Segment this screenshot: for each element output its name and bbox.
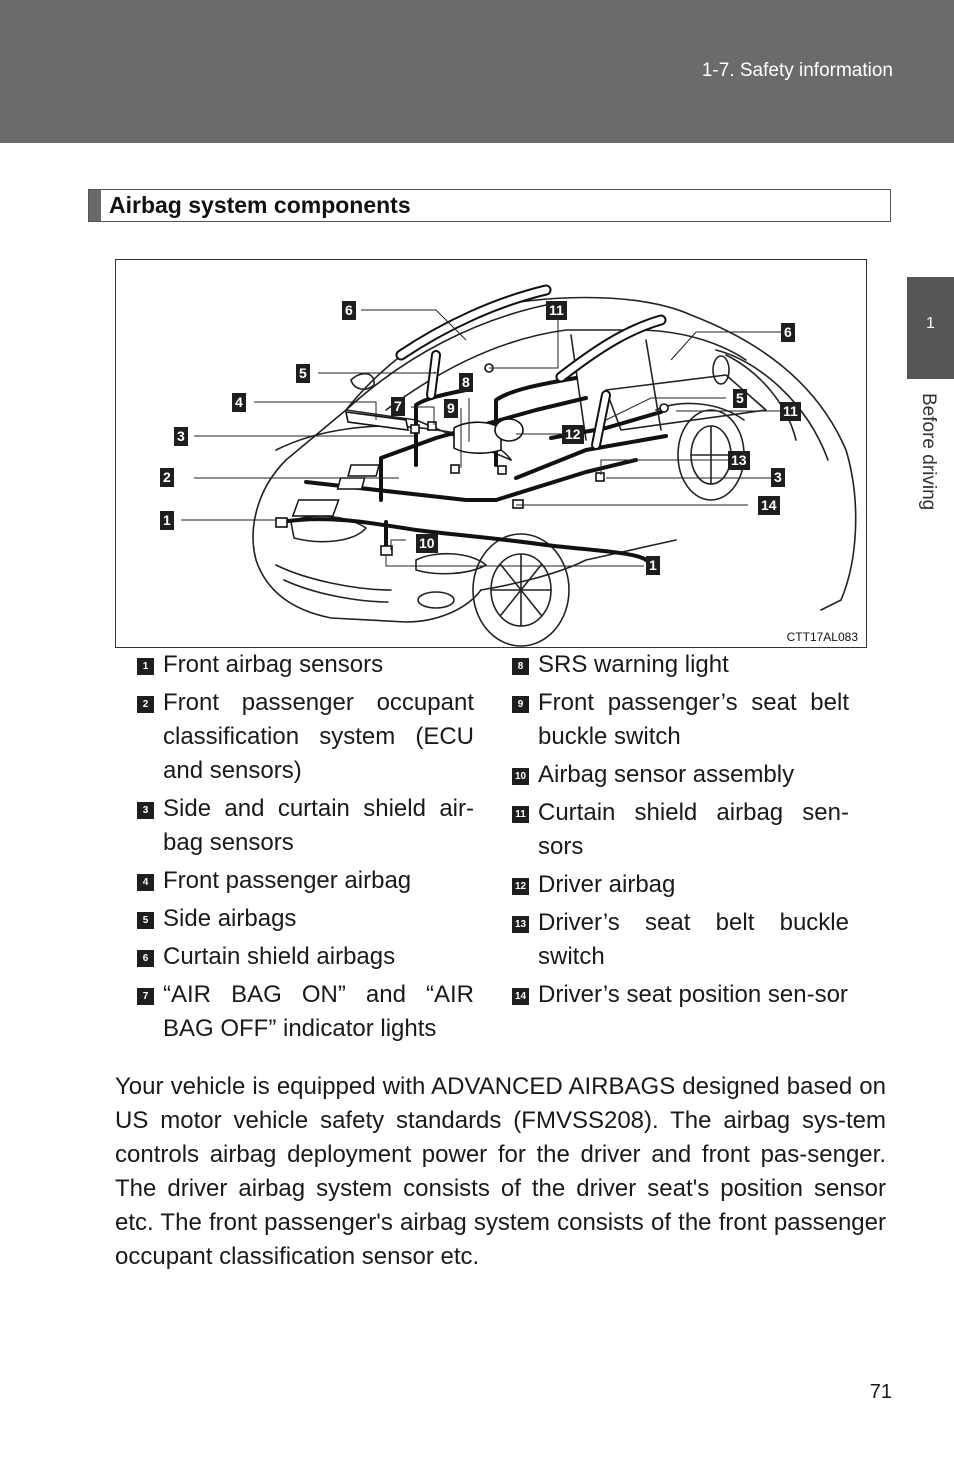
callout-1-right: 1 xyxy=(646,556,660,575)
legend-text: Side and curtain shield air-bag sensors xyxy=(163,795,474,856)
legend-item: 9 Front passenger’s seat belt buckle swi… xyxy=(512,686,849,754)
body-paragraph: Your vehicle is equipped with ADVANCED A… xyxy=(115,1073,886,1270)
figure-code: CTT17AL083 xyxy=(786,630,858,644)
legend-text: Driver’s seat belt buckle switch xyxy=(538,909,849,970)
callout-7: 7 xyxy=(391,397,405,416)
callout-2: 2 xyxy=(160,468,174,487)
legend-item: 13 Driver’s seat belt buckle switch xyxy=(512,906,849,974)
legend-text: Front passenger’s seat belt buckle switc… xyxy=(538,689,849,750)
legend-item: 5 Side airbags xyxy=(137,902,474,936)
legend-number-badge: 14 xyxy=(512,988,529,1005)
legend-item: 7 “AIR BAG ON” and “AIR BAG OFF” indicat… xyxy=(137,978,474,1046)
page-number: 71 xyxy=(869,1381,892,1403)
legend-number-badge: 7 xyxy=(137,988,154,1005)
legend-left-column: 1 Front airbag sensors 2 Front passenger… xyxy=(137,648,474,1050)
legend-text: Side airbags xyxy=(163,905,297,932)
legend-number-badge: 3 xyxy=(137,802,154,819)
legend-number-badge: 11 xyxy=(512,806,529,823)
legend-number-badge: 12 xyxy=(512,878,529,895)
legend-number-badge: 9 xyxy=(512,696,529,713)
legend-text: Front passenger airbag xyxy=(163,867,412,894)
chapter-label: Before driving xyxy=(918,393,939,511)
callout-5-rear: 5 xyxy=(733,389,747,408)
callout-8: 8 xyxy=(459,373,473,392)
legend-number-badge: 13 xyxy=(512,916,529,933)
callout-6-roof: 6 xyxy=(342,301,356,320)
callout-3-front: 3 xyxy=(174,427,188,446)
legend-item: 8 SRS warning light xyxy=(512,648,849,682)
airbag-diagram: 6 11 6 5 8 4 7 9 5 11 3 12 13 2 3 14 1 1… xyxy=(115,259,867,648)
legend-text: Curtain shield airbag sen-sors xyxy=(538,799,849,860)
legend-item: 1 Front airbag sensors xyxy=(137,648,474,682)
legend-item: 2 Front passenger occupant classificatio… xyxy=(137,686,474,788)
legend-text: Driver airbag xyxy=(538,871,676,898)
callout-13: 13 xyxy=(728,451,750,470)
legend-item: 11 Curtain shield airbag sen-sors xyxy=(512,796,849,864)
legend-number-badge: 1 xyxy=(137,658,154,675)
callout-1-left: 1 xyxy=(160,511,174,530)
legend-text: Front airbag sensors xyxy=(163,651,384,678)
legend-text: Front passenger occupant classification … xyxy=(163,689,474,784)
legend-number-badge: 8 xyxy=(512,658,529,675)
callout-11-rear: 11 xyxy=(780,402,801,421)
legend-number-badge: 6 xyxy=(137,950,154,967)
legend-item: 3 Side and curtain shield air-bag sensor… xyxy=(137,792,474,860)
legend-item: 6 Curtain shield airbags xyxy=(137,940,474,974)
callout-14: 14 xyxy=(758,496,780,515)
legend-text: Curtain shield airbags xyxy=(163,943,396,970)
callout-6-rear: 6 xyxy=(781,323,795,342)
section-heading: Airbag system components xyxy=(88,189,891,222)
callout-9: 9 xyxy=(444,399,458,418)
legend-item: 12 Driver airbag xyxy=(512,868,849,902)
legend-right-column: 8 SRS warning light 9 Front passenger’s … xyxy=(512,648,849,1016)
heading-accent-bar xyxy=(89,190,101,221)
car-illustration xyxy=(181,284,857,647)
callout-4: 4 xyxy=(232,393,246,412)
legend-item: 14 Driver’s seat position sen-sor xyxy=(512,978,849,1012)
header-bar: 1-7. Safety information xyxy=(0,0,954,143)
legend-number-badge: 2 xyxy=(137,696,154,713)
legend-text: Driver’s seat position sen-sor xyxy=(538,981,848,1008)
callout-10: 10 xyxy=(416,534,438,553)
legend-text: SRS warning light xyxy=(538,651,729,678)
chapter-tab: 1 xyxy=(907,277,954,379)
legend-text: “AIR BAG ON” and “AIR BAG OFF” indicator… xyxy=(163,981,474,1042)
callout-5-front: 5 xyxy=(296,364,310,383)
section-reference: 1-7. Safety information xyxy=(701,60,893,81)
legend-number-badge: 10 xyxy=(512,768,529,785)
callout-11-roof: 11 xyxy=(546,301,567,320)
callout-12: 12 xyxy=(562,425,584,444)
chapter-number: 1 xyxy=(926,315,935,332)
heading-text: Airbag system components xyxy=(109,192,411,218)
legend-item: 4 Front passenger airbag xyxy=(137,864,474,898)
callout-3-rear: 3 xyxy=(771,468,785,487)
legend-text: Airbag sensor assembly xyxy=(538,761,795,788)
legend-number-badge: 4 xyxy=(137,874,154,891)
legend-number-badge: 5 xyxy=(137,912,154,929)
legend-item: 10 Airbag sensor assembly xyxy=(512,758,849,792)
